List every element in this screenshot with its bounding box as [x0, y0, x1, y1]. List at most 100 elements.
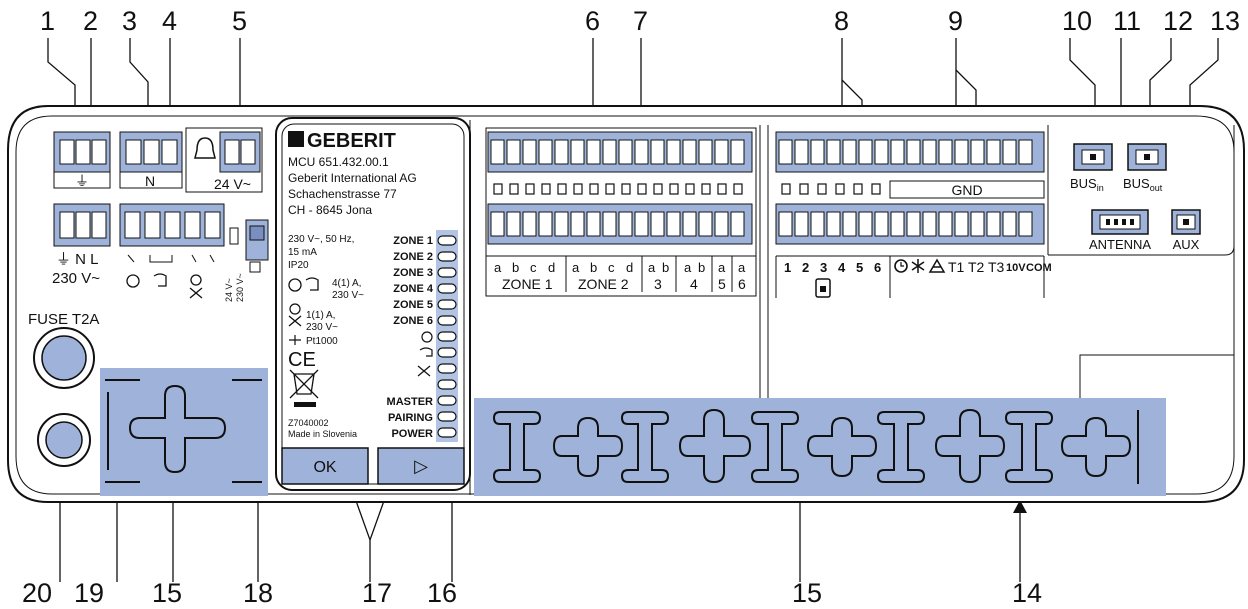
led-boiler-icon	[419, 347, 433, 357]
boiler-rating-icon	[305, 277, 319, 291]
room-thermostat-icon	[815, 278, 831, 298]
brand-logo-square	[288, 131, 304, 147]
next-button[interactable]: ▷	[377, 447, 465, 485]
company-street: Schachenstrasse 77	[288, 187, 397, 201]
spec-ip: IP20	[288, 260, 309, 271]
callout-7: 7	[633, 6, 648, 36]
cable-channel-left	[100, 368, 268, 496]
led-pump-icon	[421, 331, 433, 343]
zone-2-label: ZONE 2	[578, 276, 629, 292]
switch-230v-label: 230 V~	[235, 273, 245, 302]
brand-name: GEBERIT	[307, 130, 396, 152]
t-sensor-labels: T1 T2 T3	[948, 259, 1005, 275]
zone-letter-5a: a	[718, 260, 726, 275]
ce-mark: CE	[288, 349, 316, 371]
next-button-label: ▷	[414, 456, 428, 476]
callout-10: 10	[1062, 6, 1092, 36]
n-label: N	[145, 173, 155, 189]
io-number-1: 1	[784, 260, 791, 275]
io-number-4: 4	[838, 260, 846, 275]
antenna-label: ANTENNA	[1089, 237, 1151, 252]
callout-9: 9	[948, 6, 963, 36]
io-number-5: 5	[856, 260, 863, 275]
zone-letter-1d: d	[548, 260, 555, 275]
zone-5-label: 5	[718, 276, 726, 292]
ok-button-label: OK	[313, 459, 336, 476]
callout-15a: 15	[152, 578, 182, 608]
callout-2: 2	[83, 6, 98, 36]
terminal-24v: 24 V~	[185, 127, 263, 193]
cable-grommet-small	[37, 413, 91, 467]
snowflake-icon	[911, 259, 925, 273]
arrow-14	[1013, 500, 1027, 513]
terminal-earth-top: ⏚	[53, 131, 111, 189]
led-zone-1-label: ZONE 1	[393, 235, 433, 247]
ok-button[interactable]: OK	[281, 447, 369, 485]
callout-8: 8	[834, 6, 849, 36]
mixing-valve-icon	[190, 274, 202, 286]
led-power-label: POWER	[391, 428, 433, 440]
made-in: Made in Slovenia	[288, 429, 357, 439]
callout-6: 6	[585, 6, 600, 36]
zone-letter-1a: a	[494, 260, 502, 275]
v24-label: 24 V~	[214, 176, 251, 192]
led-zone-4-label: ZONE 4	[393, 283, 434, 295]
com-label: COM	[1026, 262, 1052, 274]
zone-letter-6a: a	[738, 260, 746, 275]
zone-letter-1c: c	[530, 260, 537, 275]
zone-letter-2d: d	[626, 260, 633, 275]
mains-pin-labels: ⏚ N L	[56, 251, 99, 268]
voltage-switch: 24 V~ 230 V~	[224, 219, 269, 302]
spec-voltage: 230 V~, 50 Hz,	[288, 234, 354, 245]
led-zone-3-label: ZONE 3	[393, 267, 433, 279]
zone-letter-2b: b	[590, 260, 597, 275]
io-number-3: 3	[820, 260, 827, 275]
led-valve-icon	[417, 365, 431, 377]
fuse: FUSE T2A	[28, 311, 99, 389]
callout-1: 1	[40, 6, 55, 36]
clock-icon	[894, 259, 908, 273]
valve-rating: 1(1) A,	[306, 310, 335, 321]
bell-icon	[194, 137, 216, 159]
zone-letter-3b: b	[662, 260, 669, 275]
terminal-n: N	[119, 131, 183, 189]
io-terminals: GND 1 2 3 4 5 6 T1 T2 T3 10V COM	[775, 131, 1052, 298]
v10-label: 10V	[1006, 262, 1026, 274]
led-zone-6-label: ZONE 6	[393, 315, 433, 327]
pump-rating-voltage: 230 V~	[332, 290, 364, 301]
callout-13: 13	[1210, 6, 1240, 36]
zone-terminals: a b c d a b c d a b a b a a ZONE 1 ZONE …	[485, 127, 757, 297]
sensor-icon	[289, 335, 301, 345]
control-module: GEBERIT MCU 651.432.00.1 Geberit Interna…	[275, 117, 471, 491]
zone-3-label: 3	[654, 276, 662, 292]
callout-19: 19	[74, 578, 104, 608]
callout-20: 20	[22, 578, 52, 608]
io-bridge-connectors	[781, 183, 881, 195]
v230-label: 230 V~	[52, 270, 100, 287]
callout-5: 5	[232, 6, 247, 36]
terminal-pump-valve	[119, 203, 225, 299]
callout-3: 3	[122, 6, 137, 36]
pump-rating-icon	[288, 278, 302, 292]
zone-4-label: 4	[690, 276, 698, 292]
led-master-label: MASTER	[387, 396, 434, 408]
zone-bridge-connectors	[493, 183, 743, 195]
callout-17: 17	[362, 578, 392, 608]
zone-1-label: ZONE 1	[502, 276, 553, 292]
zone-letter-3a: a	[648, 260, 656, 275]
io-number-6: 6	[874, 260, 881, 275]
pump-icon	[126, 274, 140, 288]
callout-18: 18	[243, 578, 273, 608]
aux-label: AUX	[1173, 237, 1200, 252]
callout-15b: 15	[792, 578, 822, 608]
led-pairing-label: PAIRING	[388, 412, 433, 424]
led-indicators	[437, 235, 457, 438]
zone-letters: a b c d a b c d a b a b a a	[494, 260, 746, 275]
product-code: Z7040002	[288, 418, 329, 428]
gnd-label: GND	[951, 182, 982, 198]
zone-names: ZONE 1 ZONE 2 3 4 5 6	[502, 276, 746, 292]
valve-rating-voltage: 230 V~	[306, 322, 338, 333]
callout-11: 11	[1113, 6, 1141, 36]
